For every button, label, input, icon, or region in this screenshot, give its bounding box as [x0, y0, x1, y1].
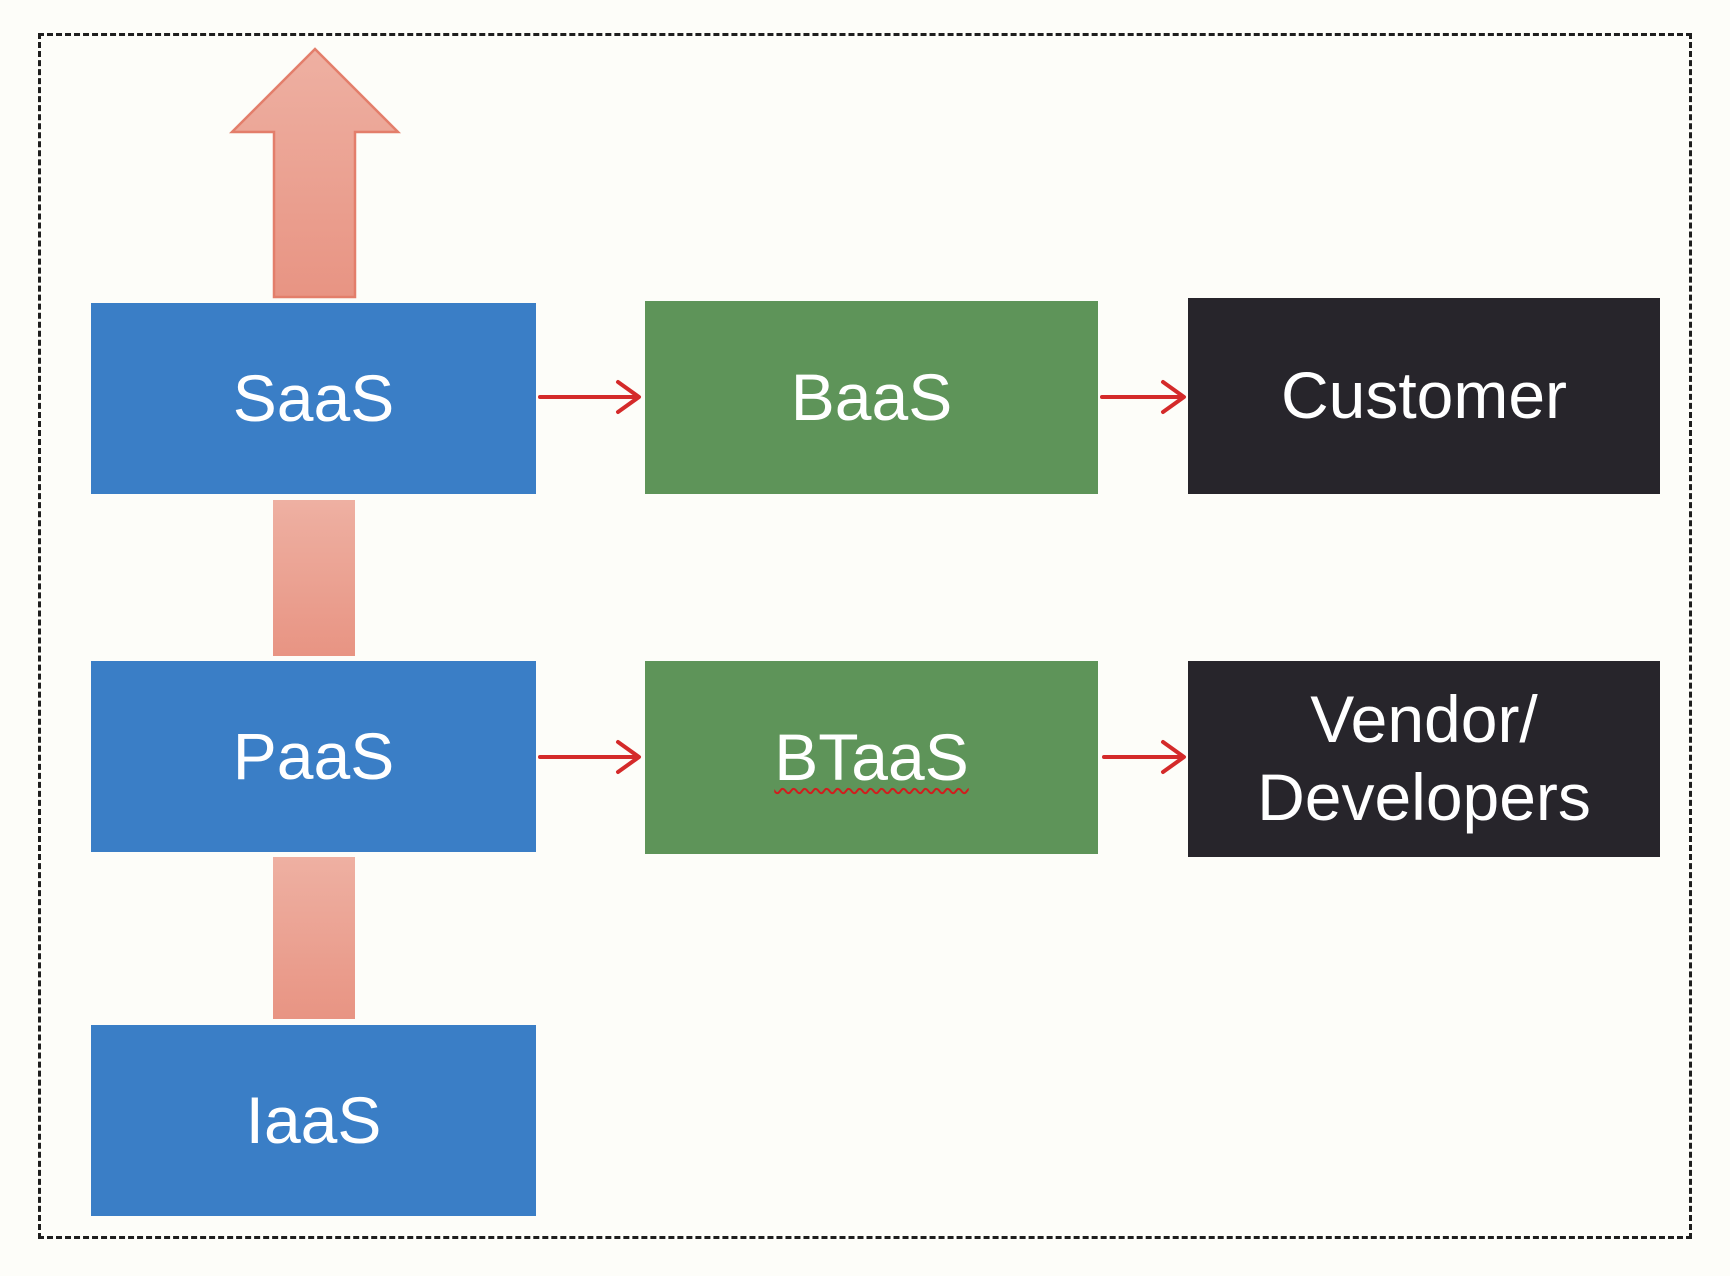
- node-vendor-developers-label: Vendor/ Developers: [1257, 682, 1591, 834]
- arrow-baas-to-customer: [1100, 380, 1186, 414]
- arrow-saas-to-baas: [538, 380, 641, 414]
- node-paas-label: PaaS: [232, 718, 395, 793]
- dashed-boundary: [38, 33, 1692, 1239]
- node-customer-label: Customer: [1280, 358, 1568, 433]
- growth-arrow-iaas-to-paas: [273, 857, 355, 1019]
- node-iaas: IaaS: [91, 1025, 536, 1216]
- arrow-btaas-to-vendor: [1102, 740, 1186, 774]
- node-iaas-label: IaaS: [245, 1082, 382, 1157]
- growth-arrow-head-icon: [228, 47, 402, 299]
- node-baas: BaaS: [645, 301, 1098, 494]
- node-btaas-label: BTaaS: [774, 719, 969, 794]
- node-saas-label: SaaS: [232, 360, 395, 435]
- arrow-paas-to-btaas: [538, 740, 641, 774]
- node-baas-label: BaaS: [790, 359, 953, 434]
- node-paas: PaaS: [91, 661, 536, 852]
- node-customer: Customer: [1188, 298, 1660, 494]
- node-vendor-developers: Vendor/ Developers: [1188, 661, 1660, 857]
- growth-arrow-paas-to-saas: [273, 500, 355, 656]
- node-btaas: BTaaS: [645, 661, 1098, 854]
- node-saas: SaaS: [91, 303, 536, 494]
